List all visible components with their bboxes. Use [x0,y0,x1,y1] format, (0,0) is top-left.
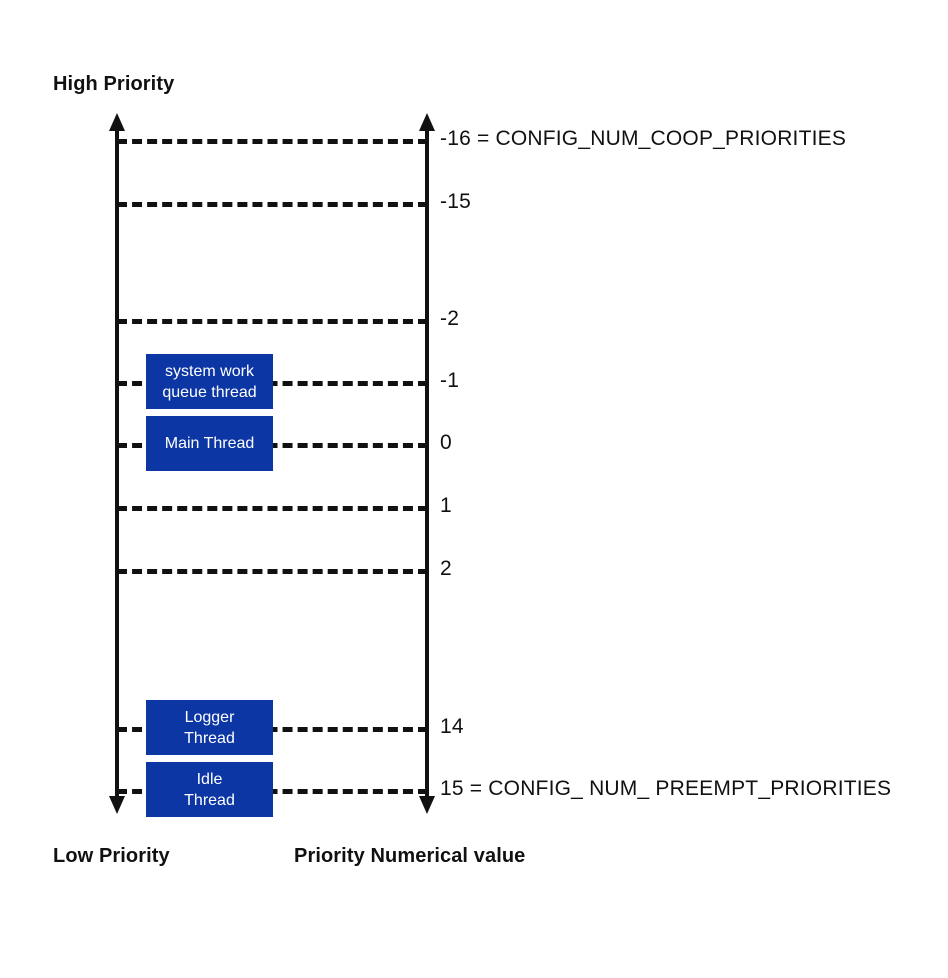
priority-value-label-coop-16: -16 = CONFIG_NUM_COOP_PRIORITIES [440,127,847,150]
priority-level-line-coop-15 [117,202,428,207]
priority-value-label-preempt-14: 14 [440,715,464,738]
right-priority-axis-arrow [419,113,435,814]
priority-numerical-value-label: Priority Numerical value [294,845,526,867]
priority-value-label-preempt-0: 0 [440,431,452,454]
thread-label-line1: Logger [184,708,235,726]
priority-level-line-coop-16 [117,139,428,144]
priority-value-label-preempt-2: 2 [440,557,452,580]
priority-level-line-preempt-2 [117,569,428,574]
thread-box-system-work-queue-thread[interactable]: system work queue thread [146,354,273,409]
thread-label-line2: queue thread [162,383,257,401]
thread-label-line2: Thread [184,791,235,809]
high-priority-label: High Priority [53,73,175,95]
thread-label-line2: Thread [184,729,235,747]
priority-value-label-coop-2: -2 [440,307,460,330]
thread-label-line1: Main Thread [164,435,255,452]
thread-label-line1: system work [165,362,254,380]
priority-value-label-preempt-1: 1 [440,494,452,517]
priority-level-line-coop-2 [117,319,428,324]
thread-label-line1: Idle [196,770,223,788]
priority-value-label-preempt-15: 15 = CONFIG_ NUM_ PREEMPT_PRIORITIES [440,777,892,800]
thread-box-main-thread[interactable]: Main Thread [146,416,273,471]
priority-value-label-coop-1: -1 [440,369,460,392]
low-priority-label: Low Priority [53,845,170,867]
priority-level-line-preempt-1 [117,506,428,511]
left-priority-axis-arrow [109,113,125,814]
priority-value-label-coop-15: -15 [440,190,471,213]
